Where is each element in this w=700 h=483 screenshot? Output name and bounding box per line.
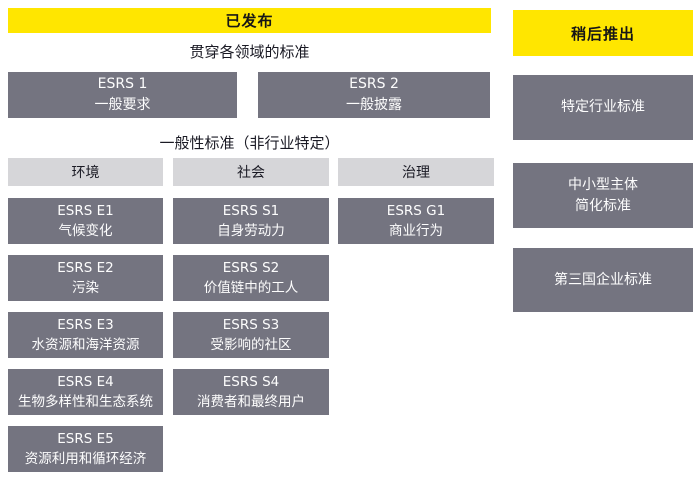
esrs-e4-box: ESRS E4 生物多样性和生态系统 — [8, 369, 163, 415]
esrs-e1-box: ESRS E1 气候变化 — [8, 198, 163, 244]
esrs-e5-name: 资源利用和循环经济 — [24, 451, 147, 467]
esrs-g1-name: 商业行为 — [389, 223, 443, 239]
esrs-e1-code: ESRS E1 — [57, 202, 114, 219]
column-header-environment: 环境 — [8, 158, 163, 186]
esrs-e3-box: ESRS E3 水资源和海洋资源 — [8, 312, 163, 358]
esrs-2-box: ESRS 2 一般披露 — [258, 72, 490, 118]
esrs-s2-code: ESRS S2 — [222, 259, 280, 276]
topical-standards-title: 一般性标准（非行业特定） — [159, 133, 340, 152]
sector-specific-standards-box: 特定行业标准 — [513, 75, 693, 140]
esrs-s2-name: 价值链中的工人 — [203, 280, 299, 296]
esrs-e4-name: 生物多样性和生态系统 — [18, 394, 153, 410]
esrs-e5-code: ESRS E5 — [57, 430, 114, 447]
column-header-social: 社会 — [173, 158, 329, 186]
esrs-s3-name: 受影响的社区 — [210, 337, 292, 353]
esrs-s1-name: 自身劳动力 — [217, 223, 285, 239]
esrs-1-code: ESRS 1 — [97, 76, 148, 92]
esrs-s3-box: ESRS S3 受影响的社区 — [173, 312, 329, 358]
esrs-s4-box: ESRS S4 消费者和最终用户 — [173, 369, 329, 415]
esrs-s4-name: 消费者和最终用户 — [197, 394, 305, 410]
esrs-e3-name: 水资源和海洋资源 — [31, 337, 140, 353]
esrs-s1-box: ESRS S1 自身劳动力 — [173, 198, 329, 244]
column-header-governance: 治理 — [338, 158, 494, 186]
esrs-e3-code: ESRS E3 — [57, 316, 114, 333]
esrs-e1-name: 气候变化 — [58, 223, 113, 239]
esrs-s4-code: ESRS S4 — [222, 373, 280, 390]
esrs-e2-name: 污染 — [72, 280, 99, 296]
published-banner: 已发布 — [8, 8, 491, 33]
esrs-1-name: 一般要求 — [94, 97, 151, 113]
esrs-s3-code: ESRS S3 — [222, 316, 280, 333]
upcoming-banner: 稍后推出 — [513, 10, 693, 56]
esrs-s2-box: ESRS S2 价值链中的工人 — [173, 255, 329, 301]
esrs-e2-code: ESRS E2 — [57, 259, 114, 276]
esrs-g1-box: ESRS G1 商业行为 — [338, 198, 494, 244]
sme-simplified-standards-box: 中小型主体 简化标准 — [513, 163, 693, 228]
esrs-2-code: ESRS 2 — [349, 76, 399, 92]
esrs-1-box: ESRS 1 一般要求 — [8, 72, 237, 118]
third-country-standards-box: 第三国企业标准 — [513, 248, 693, 312]
esrs-e5-box: ESRS E5 资源利用和循环经济 — [8, 426, 163, 472]
esrs-s1-code: ESRS S1 — [222, 202, 280, 219]
esrs-2-name: 一般披露 — [346, 97, 402, 113]
esrs-e4-code: ESRS E4 — [57, 373, 114, 390]
esrs-e2-box: ESRS E2 污染 — [8, 255, 163, 301]
cross-cutting-title: 贯穿各领域的标准 — [189, 42, 310, 61]
esrs-g1-code: ESRS G1 — [386, 202, 446, 219]
